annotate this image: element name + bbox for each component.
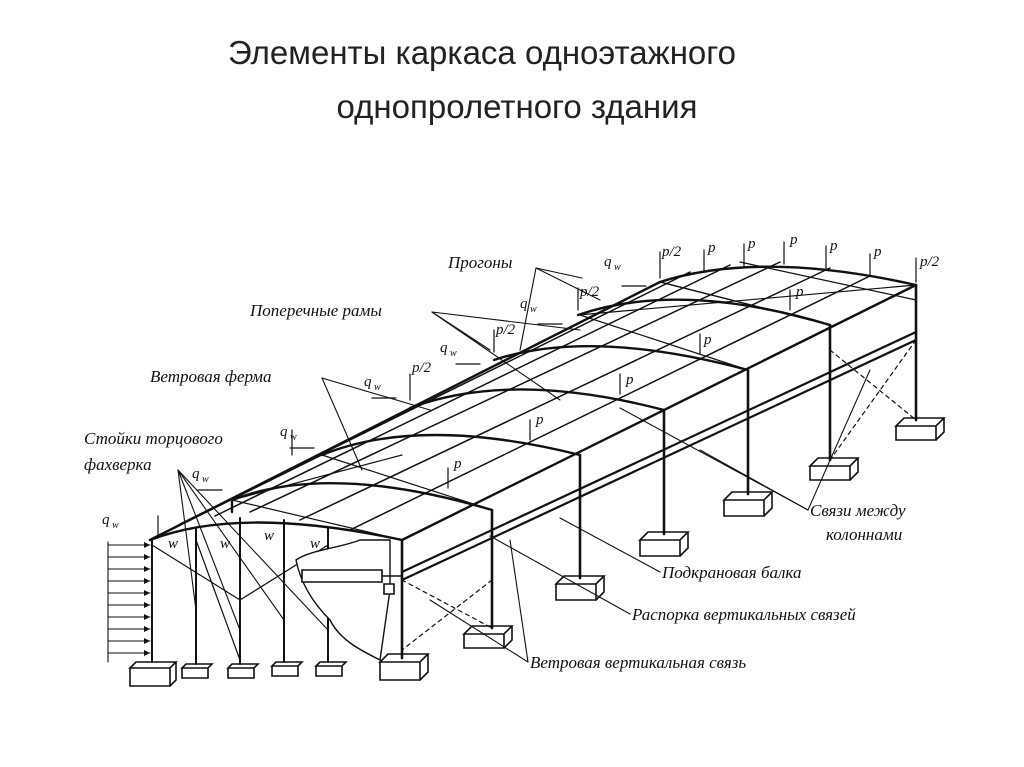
leader-lines [177, 267, 871, 663]
label-end-posts-2: фахверка [84, 455, 152, 474]
label-wind-vertical-brace: Ветровая вертикальная связь [530, 653, 746, 672]
foundation-block [808, 457, 860, 481]
p-half-label: p/2 [495, 322, 516, 338]
qw-sub: w [112, 520, 119, 531]
w-label: w [310, 536, 320, 552]
p-half-label: p/2 [919, 254, 940, 270]
p-label: p [789, 232, 798, 248]
roof-load-arrows [157, 241, 917, 539]
qw-sub: w [202, 474, 209, 485]
gable-posts [151, 517, 329, 665]
w-label: w [264, 528, 274, 544]
label-column-bracing-1: Связи между [810, 501, 906, 520]
roof-frames [148, 265, 918, 542]
label-column-bracing-2: колоннами [826, 525, 902, 544]
p-half-label: p/2 [411, 360, 432, 376]
purlins [179, 261, 871, 531]
foundation-block [554, 575, 606, 601]
w-label: w [220, 536, 230, 552]
p-label: p [873, 244, 882, 260]
p-label: p [453, 456, 462, 472]
foundation-block [226, 663, 260, 679]
crane-girder-detail [301, 569, 403, 595]
qw-label: q [604, 254, 612, 270]
label-crane-beam: Подкрановая балка [661, 563, 801, 582]
foundation-block [128, 661, 178, 687]
eave-lines [148, 280, 918, 542]
label-purlins: Прогоны [447, 253, 512, 272]
qw-sub: w [530, 304, 537, 315]
qw-label: q [440, 340, 448, 356]
qw-sub: w [614, 262, 621, 273]
p-label: p [747, 236, 756, 252]
w-label: w [168, 536, 178, 552]
wind-arrowheads [144, 542, 150, 656]
foundation-block [638, 531, 690, 557]
p-label: p [795, 284, 804, 300]
vertical-bracing [401, 339, 917, 651]
page-title: Элементы каркаса одноэтажного [228, 34, 736, 71]
foundation-block [314, 661, 348, 677]
load-symbols: q w q w q w q w q w q w q w p/2 p/2 p/2 … [102, 232, 940, 552]
columns [400, 283, 918, 660]
p-label: p [829, 238, 838, 254]
p-label: p [535, 412, 544, 428]
wind-load-arrows [107, 541, 151, 663]
foundations [128, 417, 946, 687]
label-wind-truss: Ветровая ферма [150, 367, 272, 386]
label-transverse-frames: Поперечные рамы [249, 301, 382, 320]
foundation-block [270, 661, 304, 677]
foundation-block [722, 491, 774, 517]
label-bracing-strut: Распорка вертикальных связей [631, 605, 856, 624]
foundation-block [378, 653, 430, 681]
qw-sub: w [374, 382, 381, 393]
p-label: p [703, 332, 712, 348]
p-label: p [625, 372, 634, 388]
roof-bracing [149, 261, 917, 541]
label-end-posts-1: Стойки торцового [84, 429, 223, 448]
p-label: p [707, 240, 716, 256]
qw-label: q [520, 296, 528, 312]
foundation-block [180, 663, 214, 679]
cutaway [295, 539, 391, 662]
crane-beam [400, 330, 918, 582]
qw-label: q [102, 512, 110, 528]
page-subtitle: однопролетного здания [336, 88, 698, 125]
qw-label: q [280, 424, 288, 440]
foundation-block [894, 417, 946, 441]
qw-sub: w [450, 348, 457, 359]
p-half-label: p/2 [579, 284, 600, 300]
qw-sub: w [290, 432, 297, 443]
p-half-label: p/2 [661, 244, 682, 260]
qw-arrows [197, 285, 647, 491]
qw-label: q [364, 374, 372, 390]
qw-label: q [192, 466, 200, 482]
